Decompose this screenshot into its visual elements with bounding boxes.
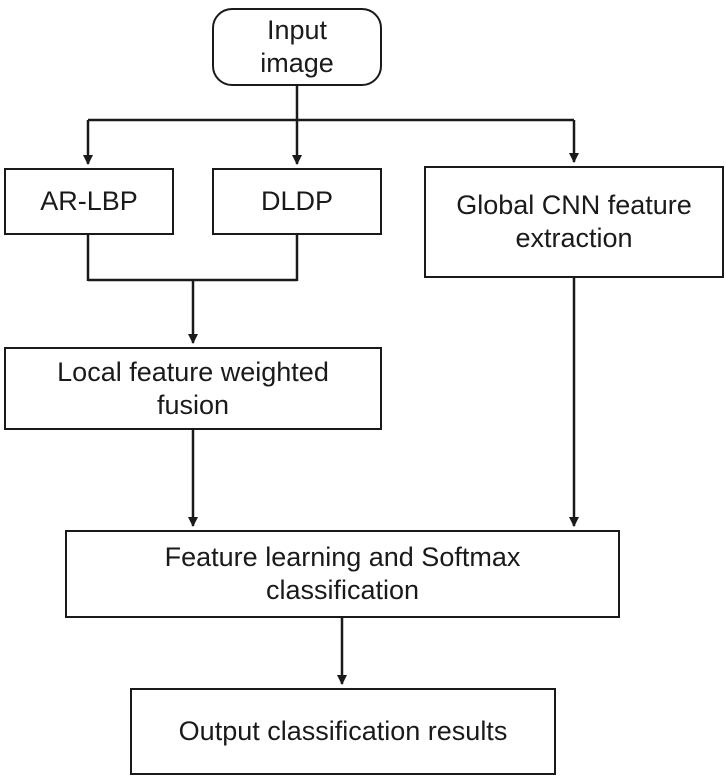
node-input-image-label: Input image [260,15,334,78]
node-dldp-label: DLDP [260,186,334,217]
node-ar-lbp-label: AR-LBP [40,186,138,217]
node-output-classification-results: Output classification results [130,688,556,775]
node-local-feature-weighted-fusion: Local feature weighted fusion [4,347,382,430]
node-dldp: DLDP [212,168,382,235]
node-local-fusion-label: Local feature weighted fusion [57,356,329,420]
node-input-image: Input image [212,8,382,86]
node-output-label: Output classification results [178,716,508,747]
node-global-cnn-label: Global CNN feature extraction [456,190,692,253]
node-global-cnn-feature-extraction: Global CNN feature extraction [424,166,724,278]
node-feature-learning-softmax-classification: Feature learning and Softmax classificat… [65,530,620,618]
node-ar-lbp: AR-LBP [4,168,174,235]
node-feature-learning-label: Feature learning and Softmax classificat… [164,542,521,605]
